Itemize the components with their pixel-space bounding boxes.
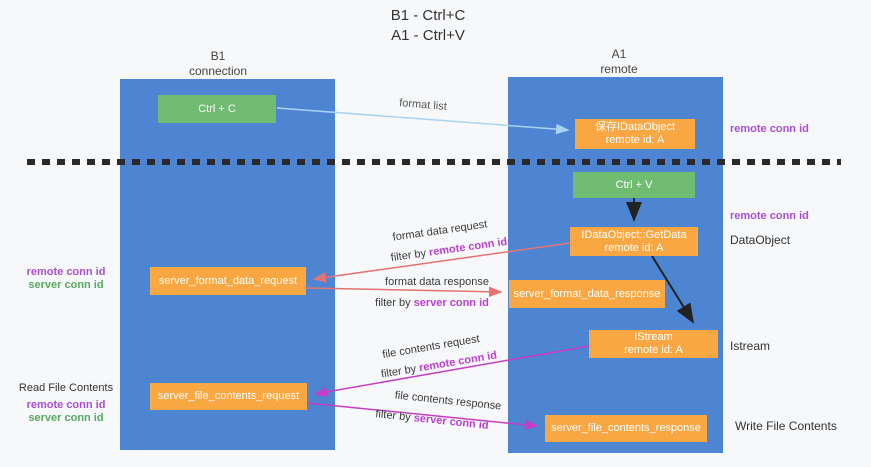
ctrl-c-label: Ctrl + C <box>198 102 236 115</box>
lane-header-a1: A1 remote <box>569 47 669 77</box>
remote-conn-id-label-mid: remote conn id <box>730 210 809 222</box>
diagram-title: B1 - Ctrl+C A1 - Ctrl+V <box>328 6 528 46</box>
ctrl-v-label: Ctrl + V <box>615 178 653 191</box>
left-mid-remote-conn-id: remote conn id <box>26 266 106 278</box>
ctrl-v-box: Ctrl + V <box>573 172 695 198</box>
format-data-response-label: format data response <box>385 276 489 288</box>
lane-b1-name: B1 <box>210 49 226 63</box>
format-data-response-arrow <box>305 286 503 298</box>
file-contents-response-label: file contents response <box>394 389 502 413</box>
lane-a1-subtitle: remote <box>600 62 638 76</box>
lane-a1-name: A1 <box>611 47 627 61</box>
filter-by-prefix: filter by <box>380 362 421 381</box>
format-response-label: server_format_data_response <box>513 287 661 300</box>
filter-by-prefix: filter by <box>374 408 415 425</box>
remote-conn-id-label-top: remote conn id <box>730 123 809 135</box>
left-mid-server-conn-id: server conn id <box>28 279 104 291</box>
file-response-filter-label: filter by server conn id <box>375 408 489 432</box>
left-bottom-server-conn-id: server conn id <box>28 412 104 424</box>
istream-box: IStream remote id: A <box>589 330 718 358</box>
session-divider-dashed-line <box>27 159 841 165</box>
filter-by-prefix: filter by <box>390 246 430 265</box>
lane-b1-subtitle: connection <box>188 64 248 78</box>
server-file-contents-request-box: server_file_contents_request <box>150 383 307 410</box>
istream-side-label: Istream <box>730 339 771 353</box>
left-conn-id-stack-mid: remote conn id server conn id <box>18 266 114 292</box>
getdata-line1: IDataObject::GetData <box>581 228 687 241</box>
save-idataobject-box: 保存IDataObject remote id: A <box>575 119 695 149</box>
ctrl-c-box: Ctrl + C <box>158 95 276 123</box>
format-list-arrow-label: format list <box>398 97 448 113</box>
server-file-contents-response-box: server_file_contents_response <box>545 415 707 442</box>
save-idataobject-line2: remote id: A <box>605 134 665 146</box>
write-file-contents-label: Write File Contents <box>735 419 837 433</box>
title-line-2: A1 - Ctrl+V <box>391 27 465 44</box>
left-conn-id-stack-bottom: remote conn id server conn id <box>18 399 114 425</box>
getdata-line2: remote id: A <box>604 241 664 254</box>
server-conn-id-highlight: server conn id <box>413 297 489 309</box>
server-format-data-response-box: server_format_data_response <box>509 280 665 308</box>
dataobject-label: DataObject <box>730 233 791 247</box>
server-format-data-request-box: server_format_data_request <box>150 267 306 295</box>
format-request-label: server_format_data_request <box>158 274 298 287</box>
remote-conn-id-highlight: remote conn id <box>428 235 508 259</box>
filter-by-prefix: filter by <box>375 297 414 309</box>
idataobject-getdata-box: IDataObject::GetData remote id: A <box>570 227 698 256</box>
file-request-label: server_file_contents_request <box>157 390 300 402</box>
read-file-contents-label: Read File Contents <box>18 382 114 394</box>
file-response-label: server_file_contents_response <box>551 422 701 434</box>
istream-line1: IStream <box>634 331 673 343</box>
save-idataobject-line1: 保存IDataObject <box>594 121 676 133</box>
server-conn-id-highlight: server conn id <box>413 412 490 432</box>
format-response-filter-label: filter by server conn id <box>375 297 489 309</box>
istream-line2: remote id: A <box>624 344 683 356</box>
title-line-1: B1 - Ctrl+C <box>390 7 466 24</box>
left-bottom-remote-conn-id: remote conn id <box>26 399 106 411</box>
lane-header-b1: B1 connection <box>168 49 268 79</box>
